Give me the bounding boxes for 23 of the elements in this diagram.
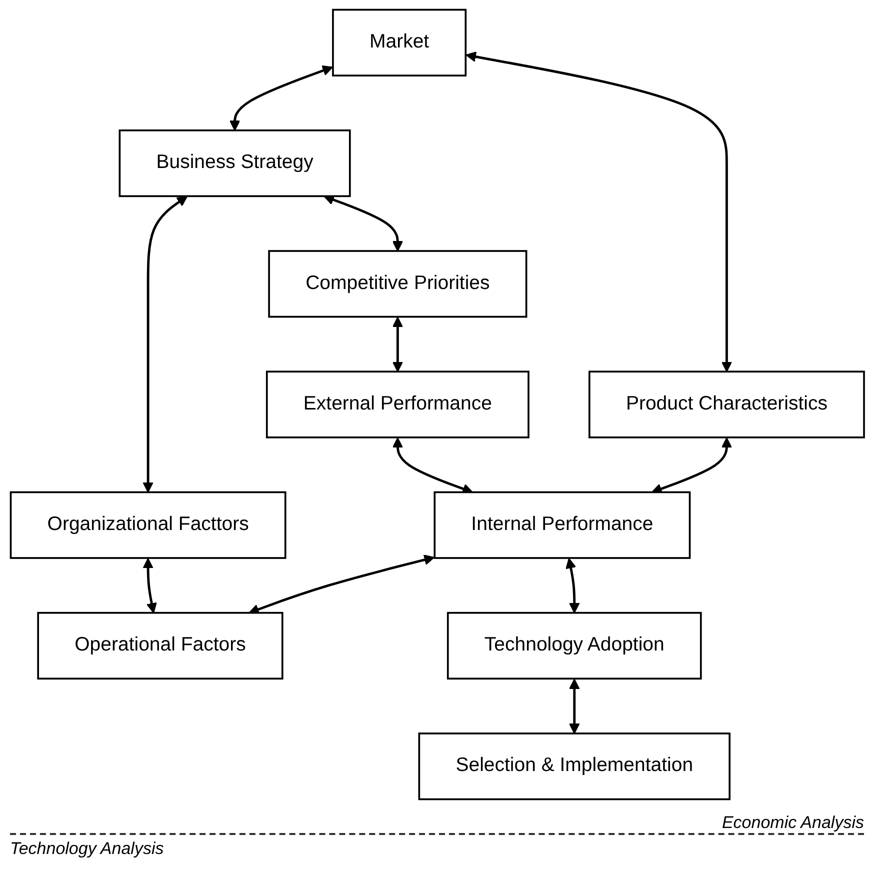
arrow xyxy=(392,316,403,372)
node-box: Technology Adoption xyxy=(446,612,702,680)
node-box: Organizational Facttors xyxy=(9,491,286,559)
arrow xyxy=(392,437,473,494)
node-box: Product Characteristics xyxy=(588,370,865,438)
node-box: Internal Performance xyxy=(433,491,690,559)
arrow xyxy=(142,558,157,614)
node-box: External Performance xyxy=(266,370,530,438)
section-label: Economic Analysis xyxy=(722,813,864,833)
node-box: Operational Factors xyxy=(36,612,283,680)
arrow xyxy=(142,196,188,493)
arrow xyxy=(465,51,732,372)
node-box: Market xyxy=(332,8,466,76)
arrow xyxy=(229,65,333,131)
section-label: Technology Analysis xyxy=(10,839,164,859)
node-box: Selection & Implementation xyxy=(418,732,730,800)
arrow xyxy=(651,437,732,494)
node-box: Business Strategy xyxy=(118,129,350,198)
arrow xyxy=(323,194,403,252)
node-box: Competitive Priorities xyxy=(268,250,527,318)
arrow xyxy=(565,558,580,614)
arrow xyxy=(248,554,434,614)
arrow xyxy=(568,678,580,734)
